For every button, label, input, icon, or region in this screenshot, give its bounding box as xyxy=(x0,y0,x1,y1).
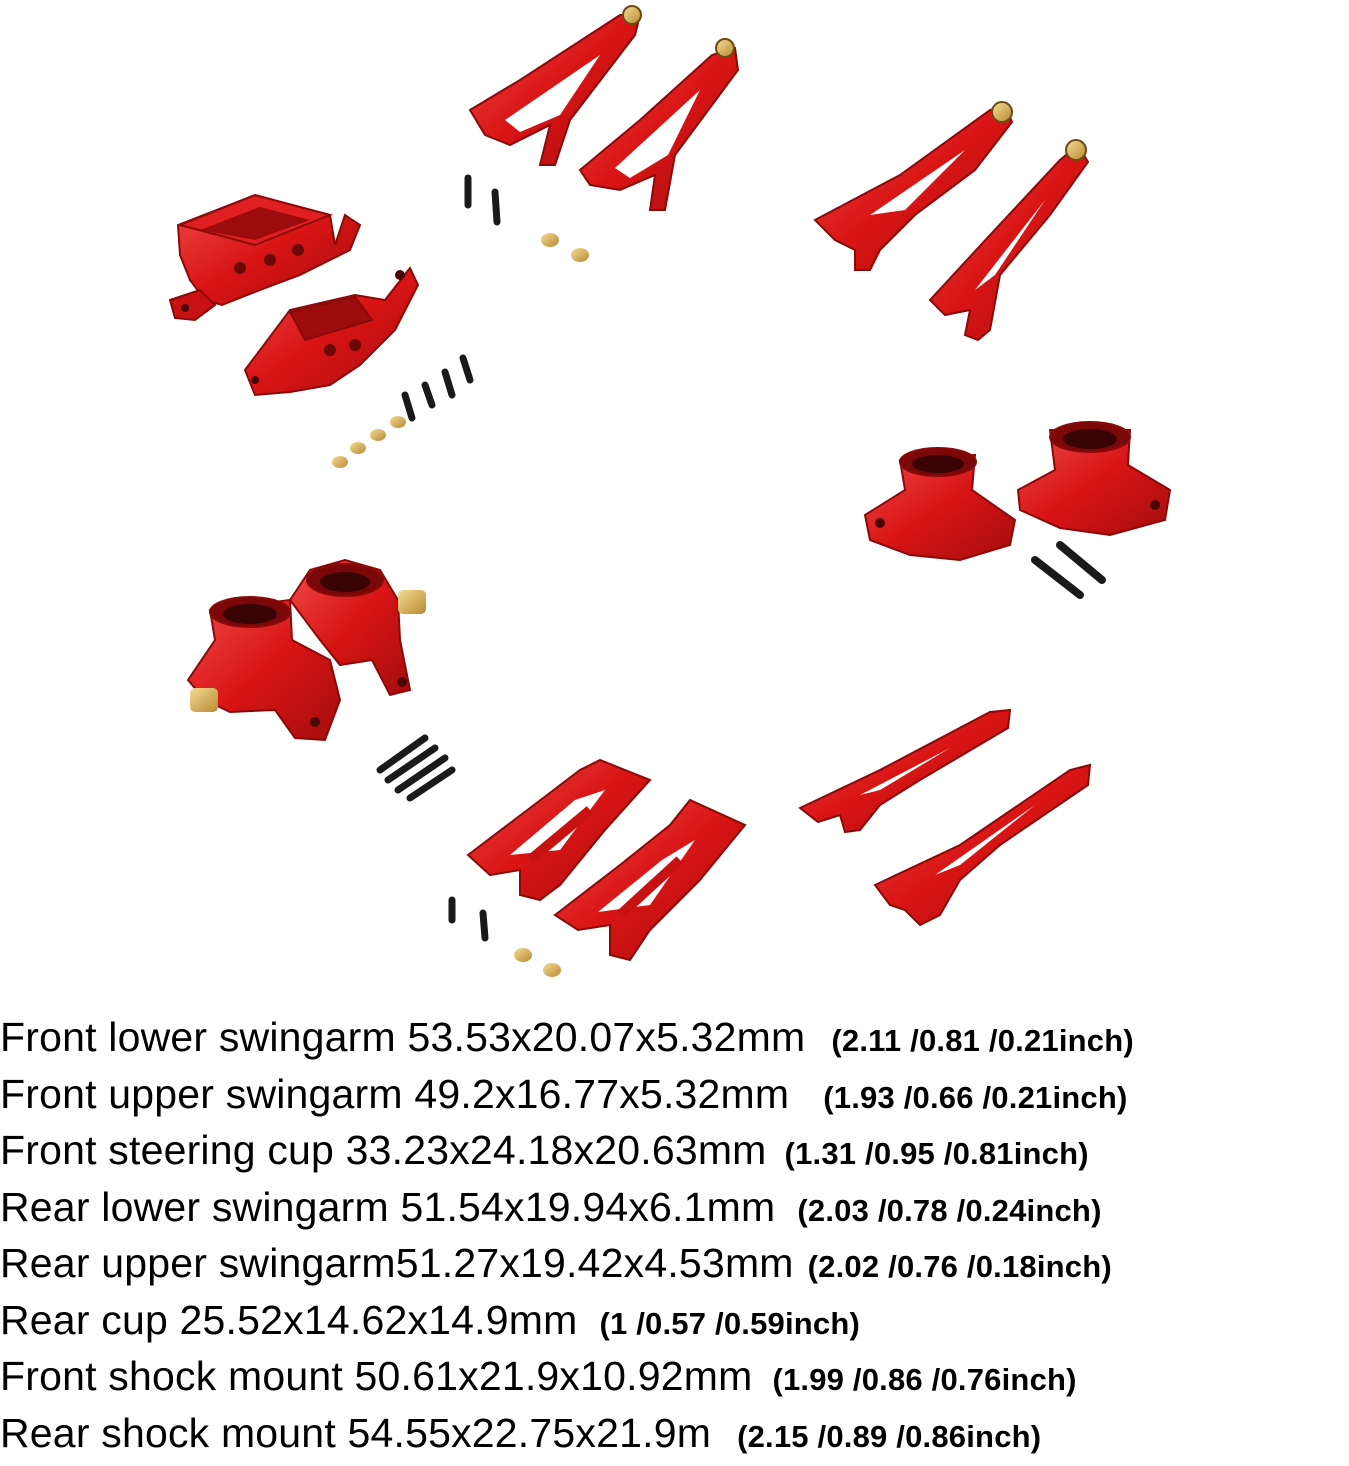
spec-label: Front steering cup 33.23x24.18x20.63mm xyxy=(0,1127,767,1174)
front-steering-cups xyxy=(188,560,452,798)
spec-label: Rear upper swingarm51.27x19.42x4.53mm xyxy=(0,1240,794,1287)
bushing-set xyxy=(541,233,589,262)
spec-label: Front shock mount 50.61x21.9x10.92mm xyxy=(0,1353,752,1400)
a-arm-icon xyxy=(800,710,1010,832)
screw-set xyxy=(1035,545,1102,595)
spec-row-rear-lower-swingarm: Rear lower swingarm 51.54x19.94x6.1mm (2… xyxy=(0,1184,1349,1241)
hub-cup-icon xyxy=(1018,422,1170,535)
front-upper-swingarms xyxy=(468,6,738,262)
front-lower-swingarms xyxy=(452,760,745,977)
spec-inch: (2.02 /0.76 /0.18inch) xyxy=(808,1249,1112,1285)
spec-row-front-upper-swingarm: Front upper swingarm 49.2x16.77x5.32mm (… xyxy=(0,1071,1349,1128)
screw-set xyxy=(468,178,497,222)
spec-inch: (1 /0.57 /0.59inch) xyxy=(599,1306,860,1342)
bushing-set xyxy=(332,416,406,468)
spec-label: Front lower swingarm 53.53x20.07x5.32mm xyxy=(0,1014,805,1061)
screw-set xyxy=(405,358,470,418)
screw-set xyxy=(380,738,452,798)
spec-row-rear-cup: Rear cup 25.52x14.62x14.9mm (1 /0.57 /0.… xyxy=(0,1297,1349,1354)
spec-row-rear-upper-swingarm: Rear upper swingarm51.27x19.42x4.53mm (2… xyxy=(0,1240,1349,1297)
spec-label: Rear cup 25.52x14.62x14.9mm xyxy=(0,1297,577,1344)
spec-row-front-shock-mount: Front shock mount 50.61x21.9x10.92mm (1.… xyxy=(0,1353,1349,1410)
spec-list: Front lower swingarm 53.53x20.07x5.32mm … xyxy=(0,1014,1349,1466)
spec-row-front-lower-swingarm: Front lower swingarm 53.53x20.07x5.32mm … xyxy=(0,1014,1349,1071)
spec-row-rear-shock-mount: Rear shock mount 54.55x22.75x21.9m (2.15… xyxy=(0,1410,1349,1466)
spec-inch: (2.03 /0.78 /0.24inch) xyxy=(797,1193,1101,1229)
hub-cup-icon xyxy=(865,448,1015,560)
screw-set xyxy=(452,900,485,938)
spec-row-front-steering-cup: Front steering cup 33.23x24.18x20.63mm (… xyxy=(0,1127,1349,1184)
front-shock-mount xyxy=(170,195,470,468)
spec-inch: (1.93 /0.66 /0.21inch) xyxy=(823,1080,1127,1116)
spec-inch: (2.11 /0.81 /0.21inch) xyxy=(831,1023,1134,1059)
spec-inch: (2.15 /0.89 /0.86inch) xyxy=(737,1419,1041,1455)
bushing-set xyxy=(514,948,561,977)
spec-label: Rear shock mount 54.55x22.75x21.9m xyxy=(0,1410,711,1457)
shock-mount-icon xyxy=(245,268,418,395)
spec-label: Rear lower swingarm 51.54x19.94x6.1mm xyxy=(0,1184,775,1231)
rear-upper-swingarms xyxy=(815,102,1088,340)
product-photo xyxy=(0,0,1349,1010)
spec-inch: (1.99 /0.86 /0.76inch) xyxy=(772,1362,1076,1398)
spec-inch: (1.31 /0.95 /0.81inch) xyxy=(785,1136,1089,1172)
rear-cups xyxy=(865,422,1170,595)
rear-lower-swingarms xyxy=(800,710,1090,925)
spec-label: Front upper swingarm 49.2x16.77x5.32mm xyxy=(0,1071,789,1118)
